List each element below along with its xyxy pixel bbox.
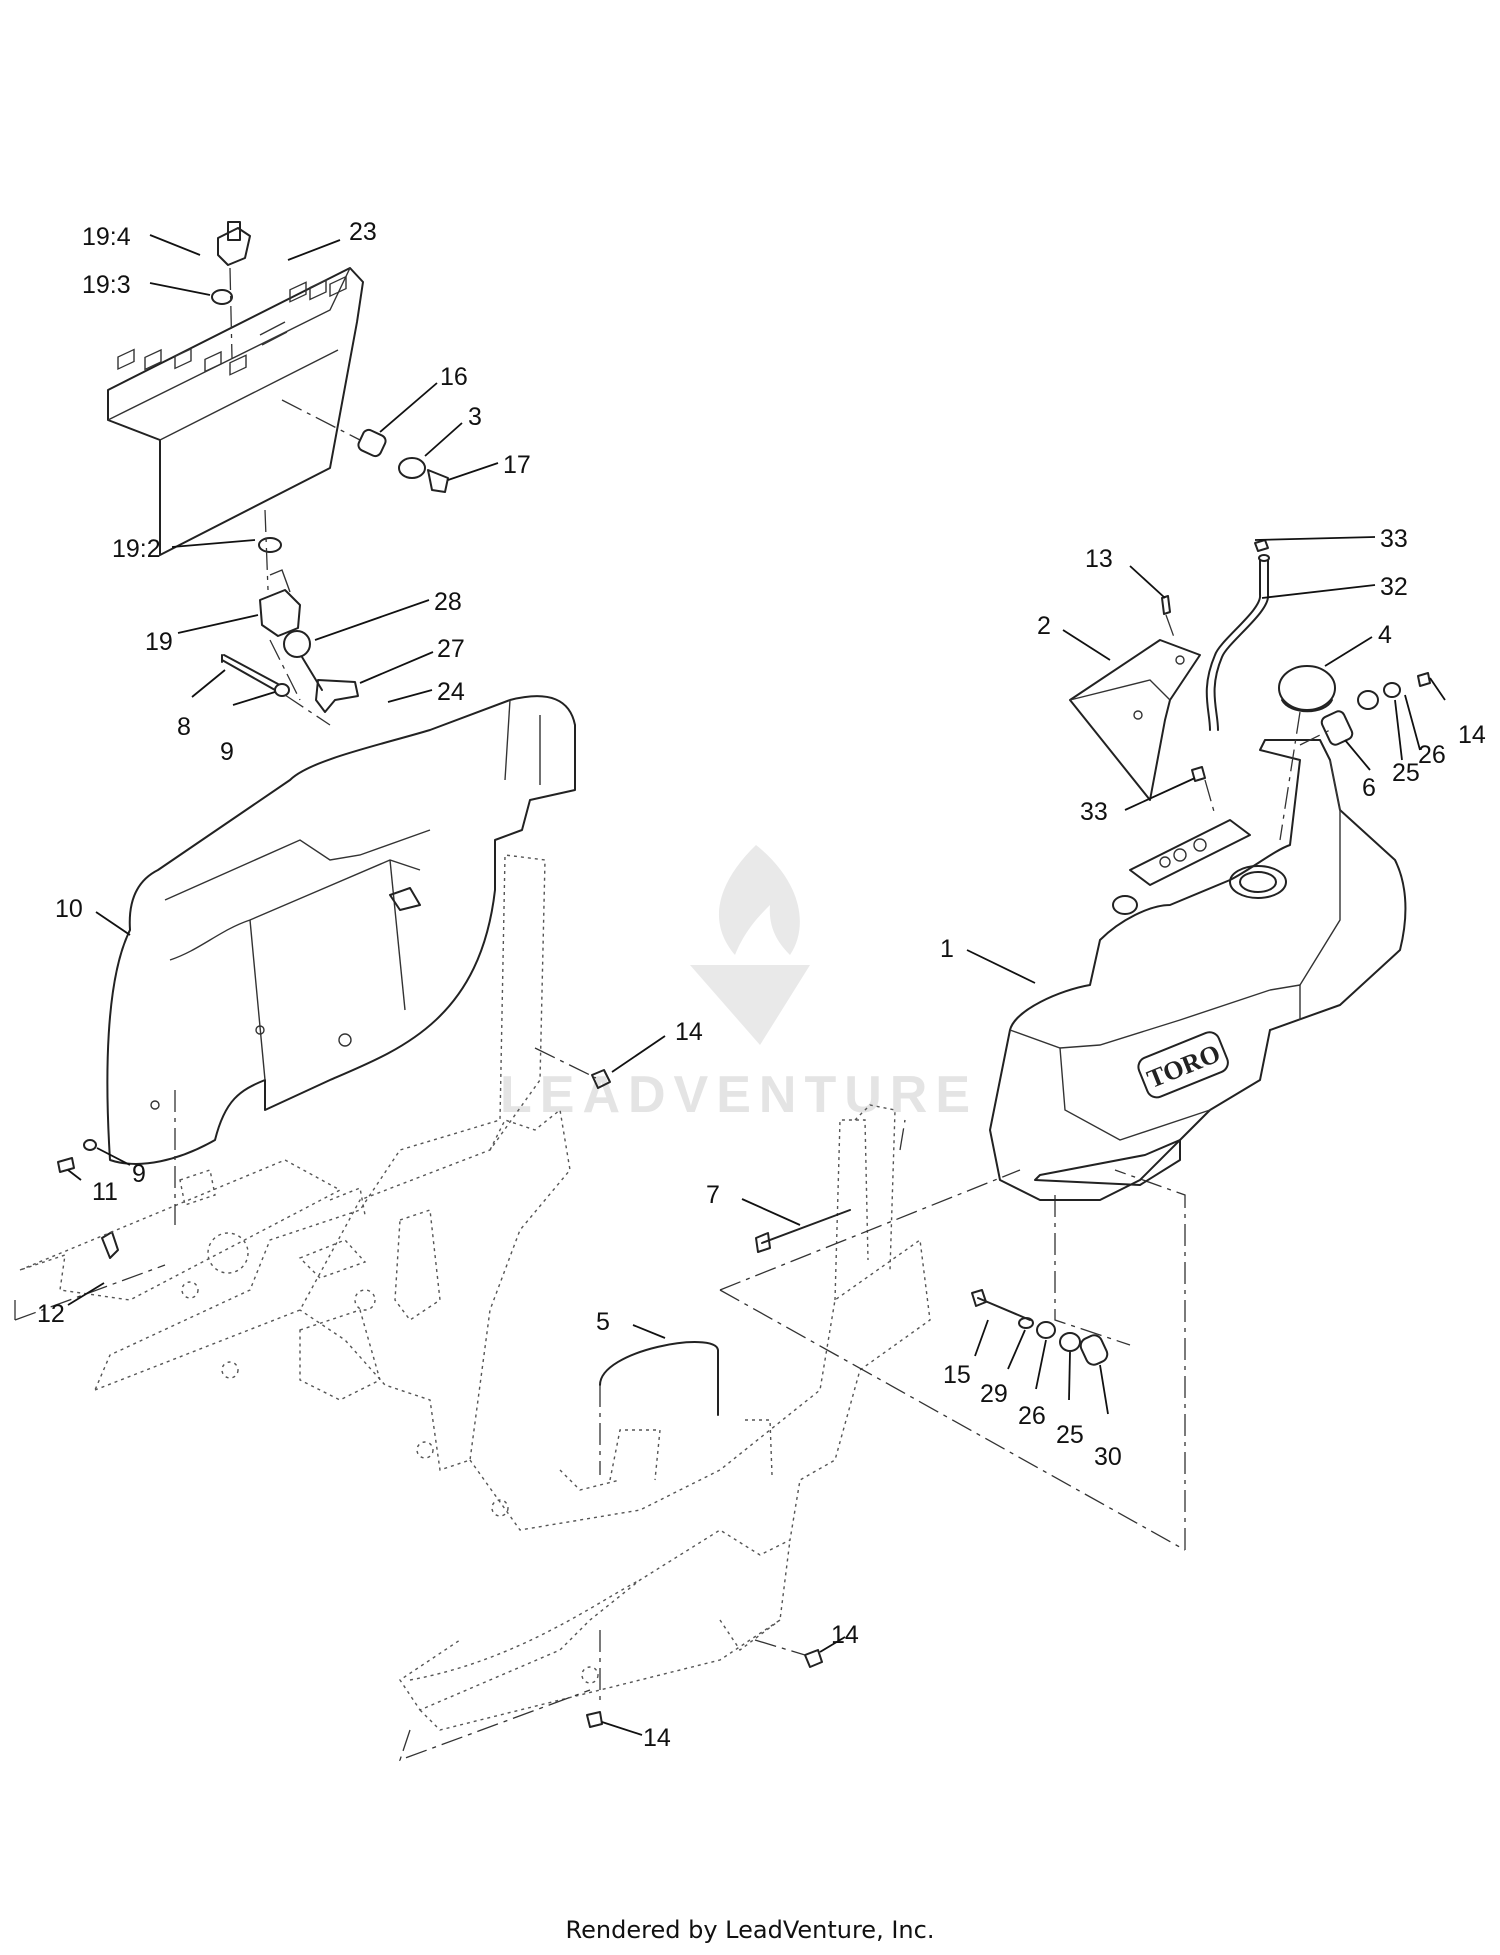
- watermark-logo: LEADVENTURE: [500, 845, 978, 1124]
- tank-mount-hardware: [1299, 672, 1431, 746]
- toro-badge-text: TORO: [1143, 1038, 1224, 1093]
- callout-5: 5: [596, 1308, 610, 1336]
- long-bolt: [755, 1209, 851, 1253]
- throttle-knob-parts: [281, 399, 449, 493]
- toro-badge: TORO: [1137, 1031, 1229, 1099]
- callout-12: 12: [37, 1300, 65, 1328]
- callout-16: 16: [440, 363, 468, 391]
- callout-11: 11: [92, 1178, 118, 1206]
- callout-19: 19: [145, 628, 173, 656]
- fuel-vent-tube: [1191, 539, 1270, 816]
- callout-9-lower: 9: [132, 1160, 146, 1188]
- callout-27: 27: [437, 635, 465, 663]
- callout-6: 6: [1362, 774, 1376, 802]
- callout-30: 30: [1094, 1443, 1122, 1471]
- callout-24: 24: [437, 678, 465, 706]
- callout-25-upper: 25: [1392, 759, 1420, 787]
- callout-14-cap: 14: [1458, 721, 1486, 749]
- callout-19-4: 19:4: [82, 223, 131, 251]
- tank-bracket: [1069, 595, 1201, 801]
- console-panel: [107, 267, 364, 556]
- callout-labels: 19:4 23 19:3 16 3 17 19:2 19 28 27 8 24 …: [37, 218, 1486, 1752]
- fender-fasteners: [57, 1047, 611, 1259]
- mower-frame: [19, 854, 931, 1731]
- callout-14-frame-bottom: 14: [643, 1724, 671, 1752]
- frame-nuts: [586, 1639, 823, 1728]
- callout-9-upper: 9: [220, 738, 234, 766]
- callout-19-2: 19:2: [112, 535, 161, 563]
- u-bracket: [599, 1341, 719, 1475]
- callout-3: 3: [468, 403, 482, 431]
- watermark-text: LEADVENTURE: [500, 1066, 978, 1124]
- callout-10: 10: [55, 895, 83, 923]
- callout-33-lower: 33: [1080, 798, 1108, 826]
- lever-assembly: [221, 630, 359, 726]
- callout-32: 32: [1380, 573, 1408, 601]
- callout-1: 1: [940, 935, 954, 963]
- fuel-cap: [1278, 665, 1336, 841]
- callout-33-top: 33: [1380, 525, 1408, 553]
- callout-29: 29: [980, 1380, 1008, 1408]
- seat-fender: [106, 695, 576, 1165]
- callout-19-3: 19:3: [82, 271, 131, 299]
- callout-23: 23: [349, 218, 377, 246]
- callout-15: 15: [943, 1361, 971, 1389]
- fuel-tank: TORO: [989, 739, 1407, 1201]
- callout-2: 2: [1037, 612, 1051, 640]
- callout-26-lower: 26: [1018, 1402, 1046, 1430]
- key-switch-assembly: [211, 221, 301, 701]
- callout-7: 7: [706, 1181, 720, 1209]
- assembly-lines: [14, 1090, 1186, 1762]
- bolt-washer-stack: [971, 1289, 1109, 1366]
- console-switch-openings: [117, 275, 347, 376]
- callout-8: 8: [177, 713, 191, 741]
- callout-4: 4: [1378, 621, 1392, 649]
- callout-26-upper: 26: [1418, 741, 1446, 769]
- callout-28: 28: [434, 588, 462, 616]
- footer-credit: Rendered by LeadVenture, Inc.: [565, 1916, 935, 1944]
- leader-lines: [67, 234, 1446, 1736]
- callout-25-lower: 25: [1056, 1421, 1084, 1449]
- callout-14-frame-right: 14: [831, 1621, 859, 1649]
- callout-14-fender: 14: [675, 1018, 703, 1046]
- callout-17: 17: [503, 451, 531, 479]
- callout-13: 13: [1085, 545, 1113, 573]
